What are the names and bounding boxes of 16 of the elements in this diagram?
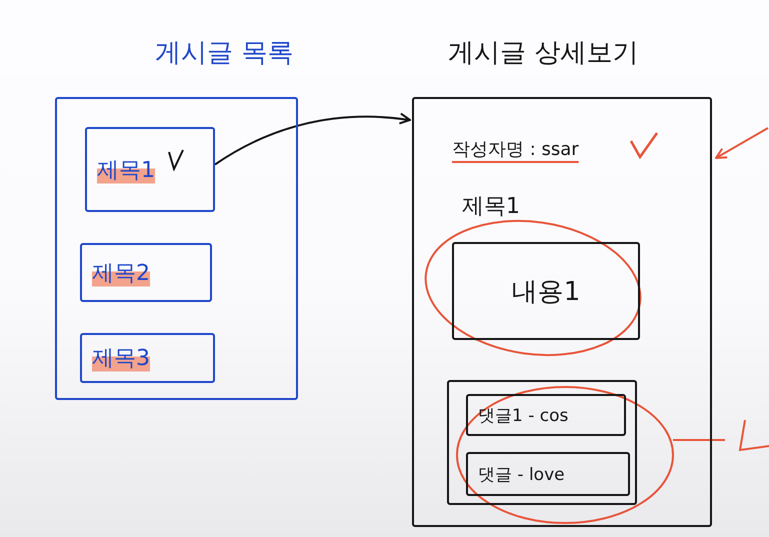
panel-heading: 게시글 목록 [155, 37, 294, 70]
arrow [214, 112, 411, 166]
title-text: 제목1 [462, 193, 520, 221]
item-box [85, 127, 215, 212]
item-text: 댓글1 - cos [478, 404, 568, 426]
item-box [80, 333, 215, 383]
author-text: 작성자명 : ssar [452, 138, 579, 161]
comment-list-box [447, 380, 637, 505]
arrow [715, 127, 768, 159]
item-box [466, 452, 630, 496]
item-text: 내용1 [512, 276, 580, 308]
panel-heading: 게시글 상세보기 [448, 37, 638, 70]
item-box [80, 243, 212, 302]
item-text: 댓글 - love [478, 464, 565, 486]
item-box [466, 394, 626, 436]
item-box [452, 242, 640, 340]
